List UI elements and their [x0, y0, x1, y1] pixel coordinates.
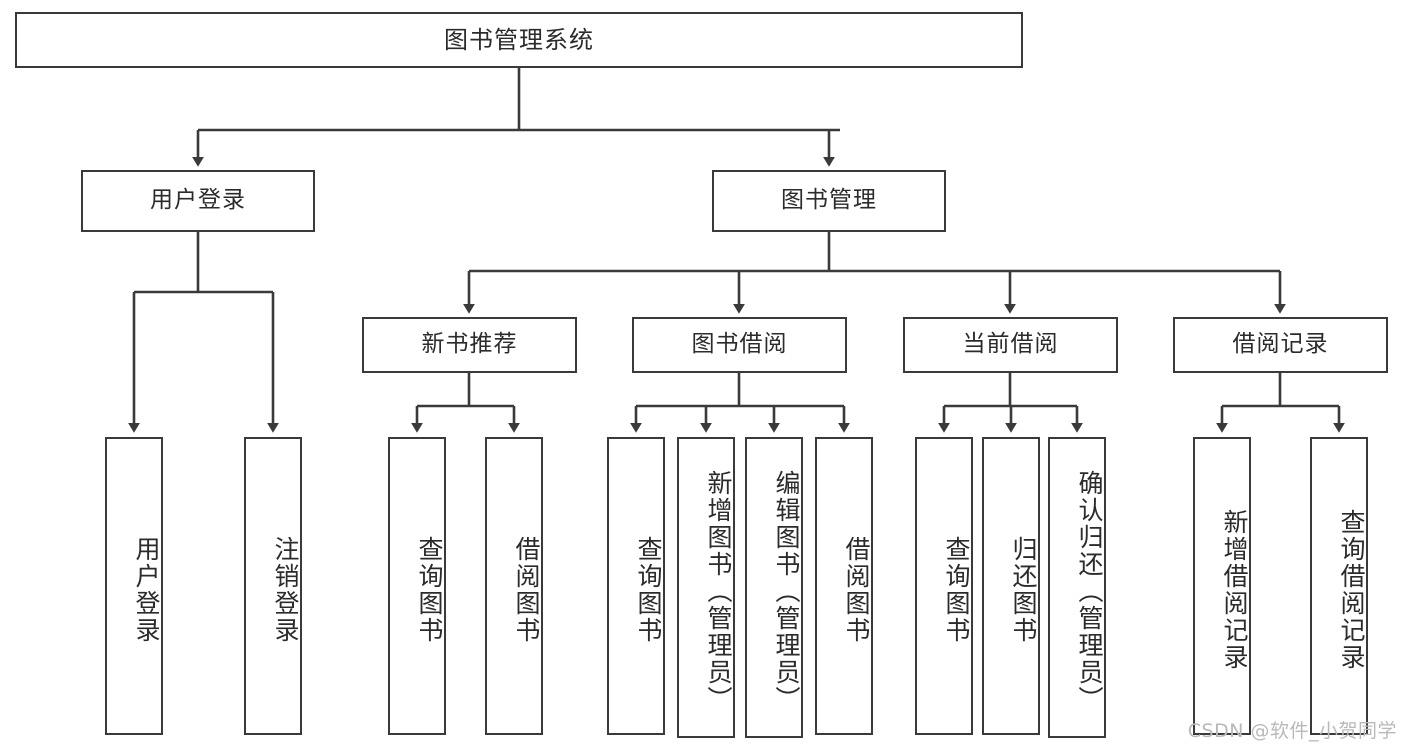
- node-leaf-user-login[interactable]: 用户登录: [105, 437, 163, 735]
- node-leaf-add-book[interactable]: 新增图书（管理员）: [677, 437, 735, 738]
- node-borrow-record-label: 借阅记录: [1232, 331, 1329, 358]
- node-leaf-query-book-1[interactable]: 查询图书: [388, 437, 446, 735]
- node-new-book-recommend[interactable]: 新书推荐: [362, 317, 577, 373]
- node-leaf-query-record-label: 查询借阅记录: [1337, 509, 1366, 671]
- node-book-management-label: 图书管理: [781, 187, 877, 214]
- node-leaf-borrow-book-1-label: 借阅图书: [512, 536, 541, 644]
- node-leaf-add-record[interactable]: 新增借阅记录: [1193, 437, 1251, 735]
- node-root[interactable]: 图书管理系统: [15, 12, 1023, 68]
- node-leaf-add-book-label: 新增图书（管理员）: [704, 470, 733, 713]
- node-leaf-edit-book-label: 编辑图书（管理员）: [772, 470, 801, 713]
- node-leaf-query-record[interactable]: 查询借阅记录: [1310, 437, 1368, 735]
- node-user-login[interactable]: 用户登录: [81, 170, 315, 232]
- node-leaf-add-record-label: 新增借阅记录: [1220, 509, 1249, 671]
- node-leaf-confirm-return-label: 确认归还（管理员）: [1075, 470, 1104, 713]
- node-leaf-confirm-return[interactable]: 确认归还（管理员）: [1048, 437, 1106, 738]
- node-current-borrow[interactable]: 当前借阅: [903, 317, 1118, 373]
- node-leaf-query-book-2[interactable]: 查询图书: [607, 437, 665, 735]
- node-leaf-query-book-3[interactable]: 查询图书: [915, 437, 973, 735]
- node-root-label: 图书管理系统: [444, 25, 594, 54]
- node-book-borrow[interactable]: 图书借阅: [632, 317, 847, 373]
- node-leaf-borrow-book-2-label: 借阅图书: [842, 536, 871, 644]
- node-leaf-query-book-3-label: 查询图书: [942, 536, 971, 644]
- node-leaf-borrow-book-2[interactable]: 借阅图书: [815, 437, 873, 735]
- node-leaf-edit-book[interactable]: 编辑图书（管理员）: [745, 437, 803, 738]
- node-leaf-user-logout-label: 注销登录: [271, 536, 300, 644]
- node-leaf-query-book-1-label: 查询图书: [415, 536, 444, 644]
- node-leaf-return-book-label: 归还图书: [1009, 536, 1038, 644]
- node-new-book-recommend-label: 新书推荐: [421, 331, 518, 358]
- node-current-borrow-label: 当前借阅: [962, 331, 1059, 358]
- node-leaf-user-login-label: 用户登录: [132, 536, 161, 644]
- node-leaf-query-book-2-label: 查询图书: [634, 536, 663, 644]
- node-leaf-return-book[interactable]: 归还图书: [982, 437, 1040, 735]
- node-leaf-borrow-book-1[interactable]: 借阅图书: [485, 437, 543, 735]
- node-user-login-label: 用户登录: [150, 187, 246, 214]
- node-leaf-user-logout[interactable]: 注销登录: [244, 437, 302, 735]
- watermark: CSDN @软件_小贺同学: [1187, 720, 1397, 742]
- node-borrow-record[interactable]: 借阅记录: [1173, 317, 1388, 373]
- node-book-management[interactable]: 图书管理: [712, 170, 946, 232]
- node-book-borrow-label: 图书借阅: [691, 331, 788, 358]
